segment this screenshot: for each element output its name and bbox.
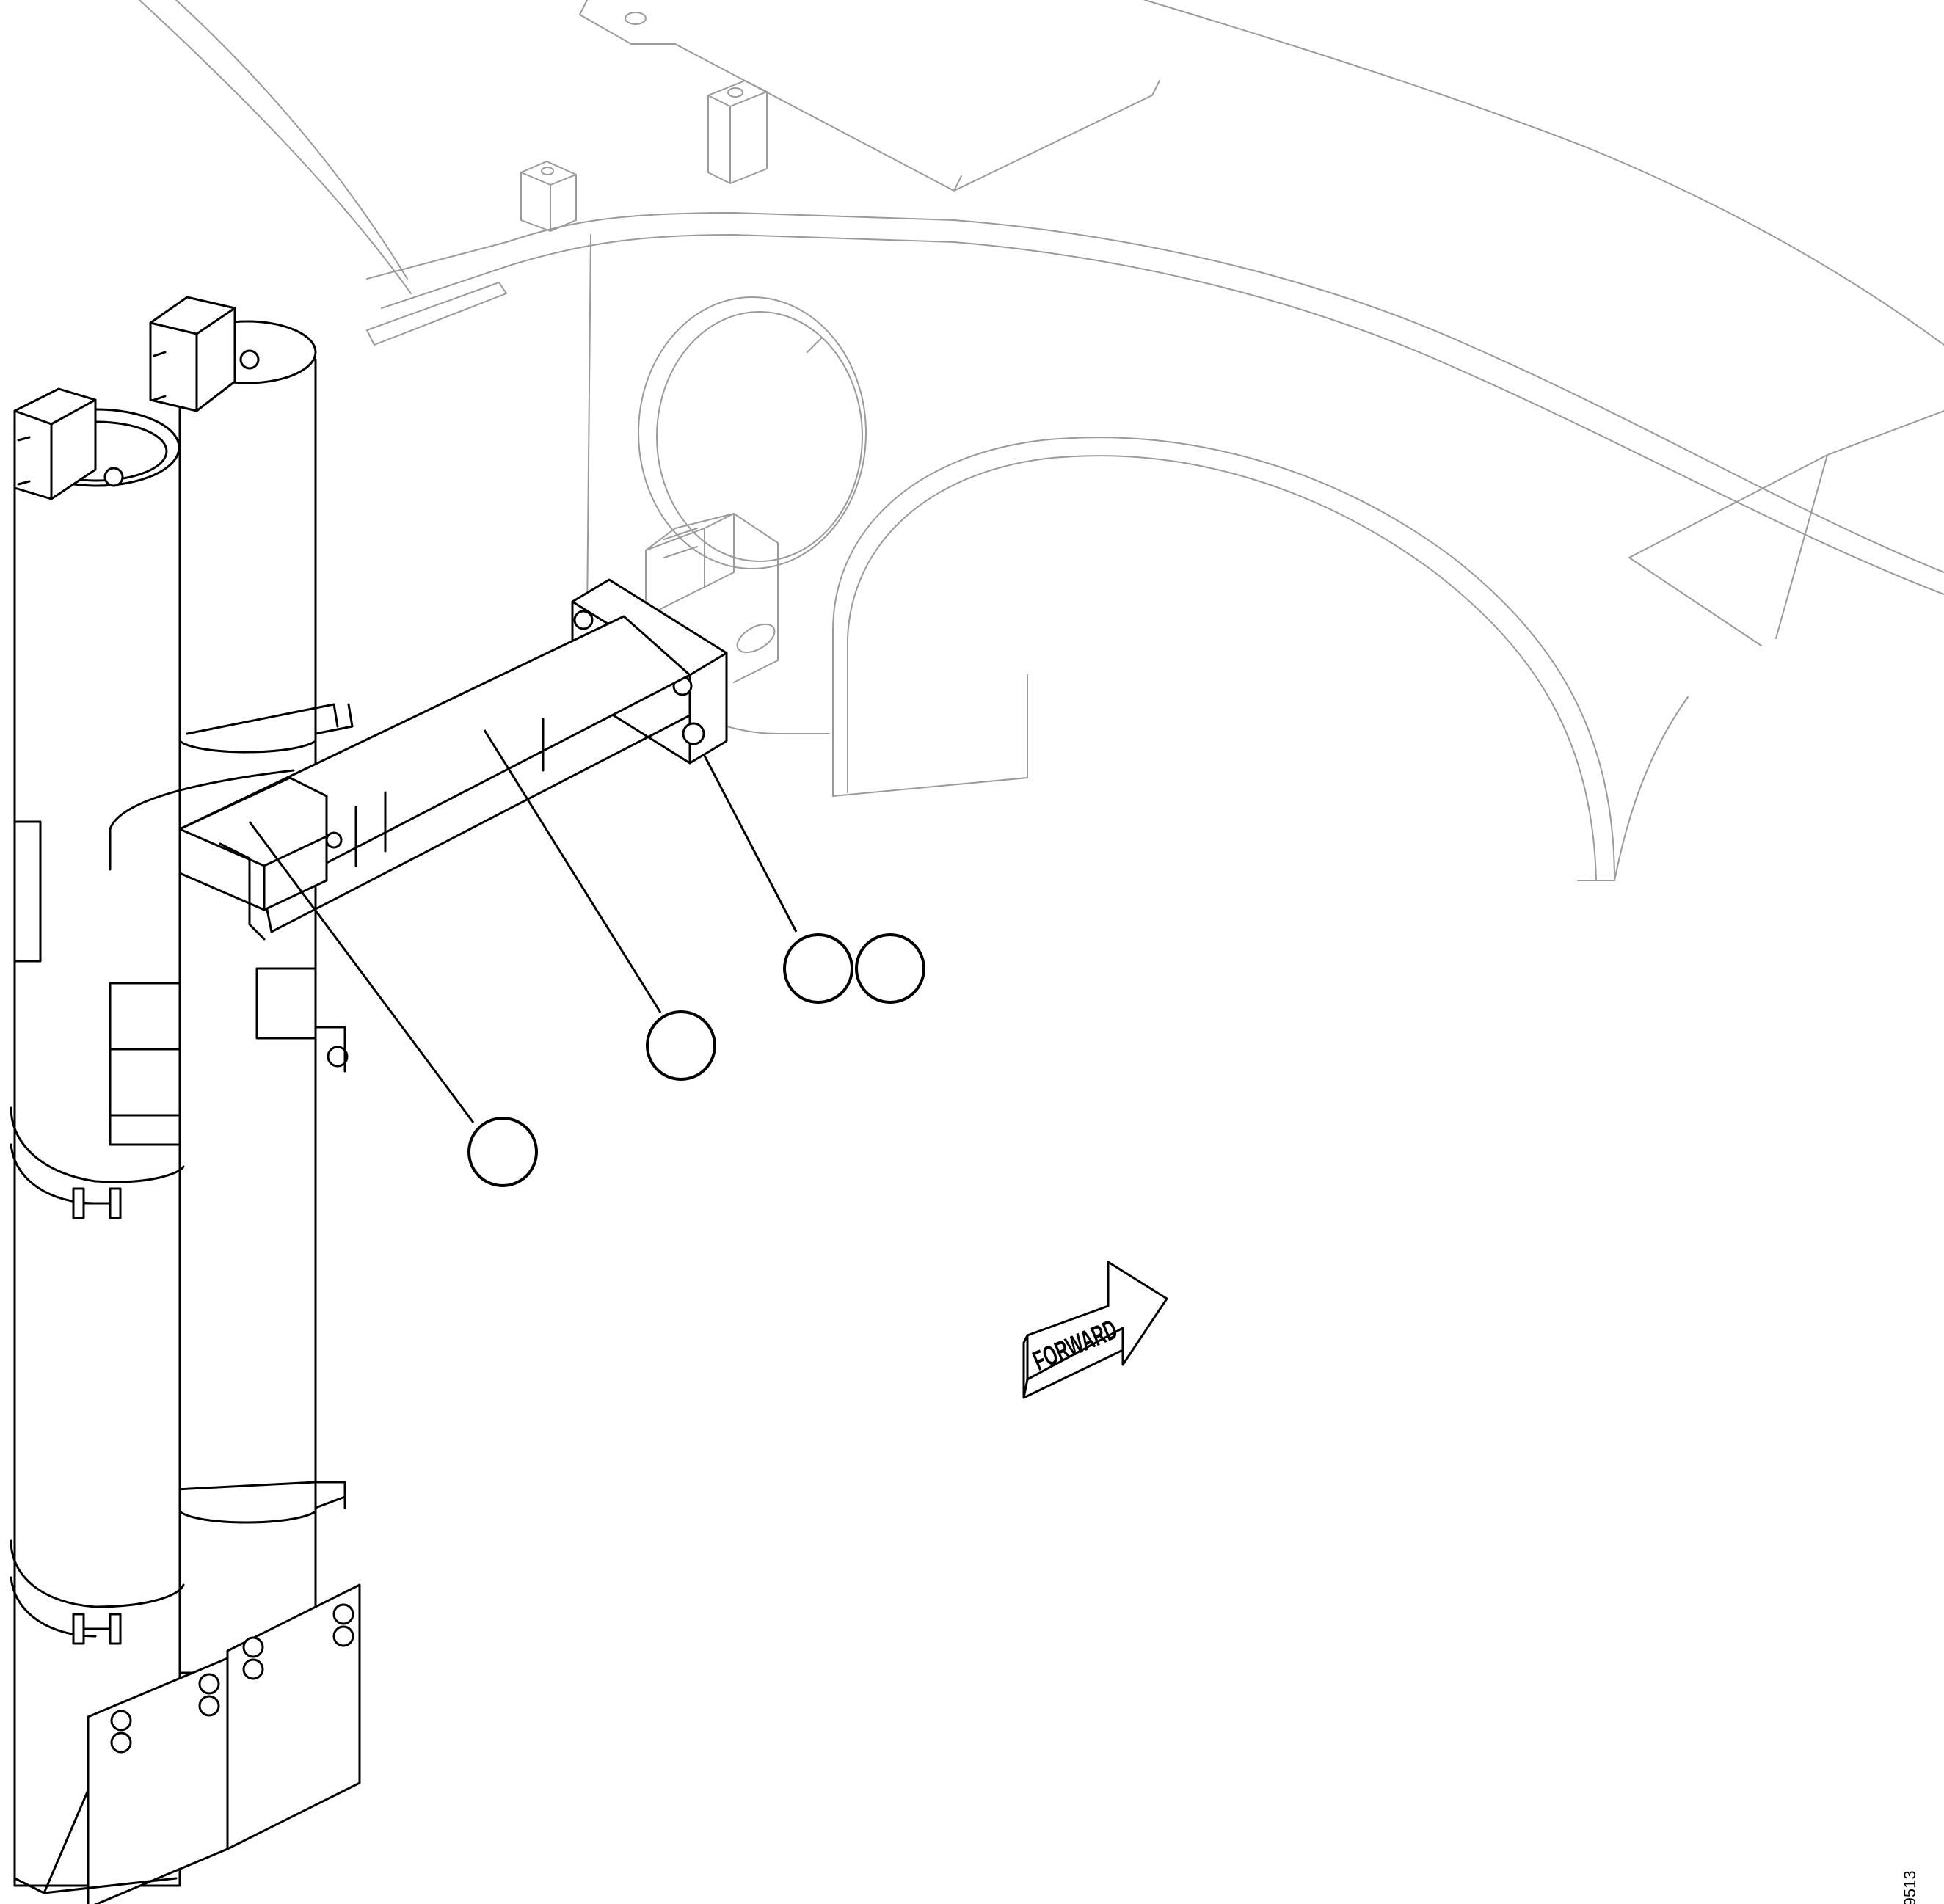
forward-arrow: FORWARD xyxy=(1022,1261,1168,1399)
bottom-mount-brackets xyxy=(13,1583,361,1904)
rear-cylinder xyxy=(149,296,354,1674)
figure-number: 49513 xyxy=(1901,1870,1919,1904)
front-cylinder xyxy=(10,387,317,1887)
callout-4 xyxy=(855,933,925,1004)
rear-cap-box xyxy=(149,296,236,412)
callout-1 xyxy=(467,1117,538,1187)
callout-3 xyxy=(783,933,853,1004)
chassis-background xyxy=(139,0,1944,881)
front-cap-box xyxy=(13,387,97,500)
callout-2 xyxy=(646,1010,716,1081)
callout-leaders xyxy=(248,729,798,1123)
